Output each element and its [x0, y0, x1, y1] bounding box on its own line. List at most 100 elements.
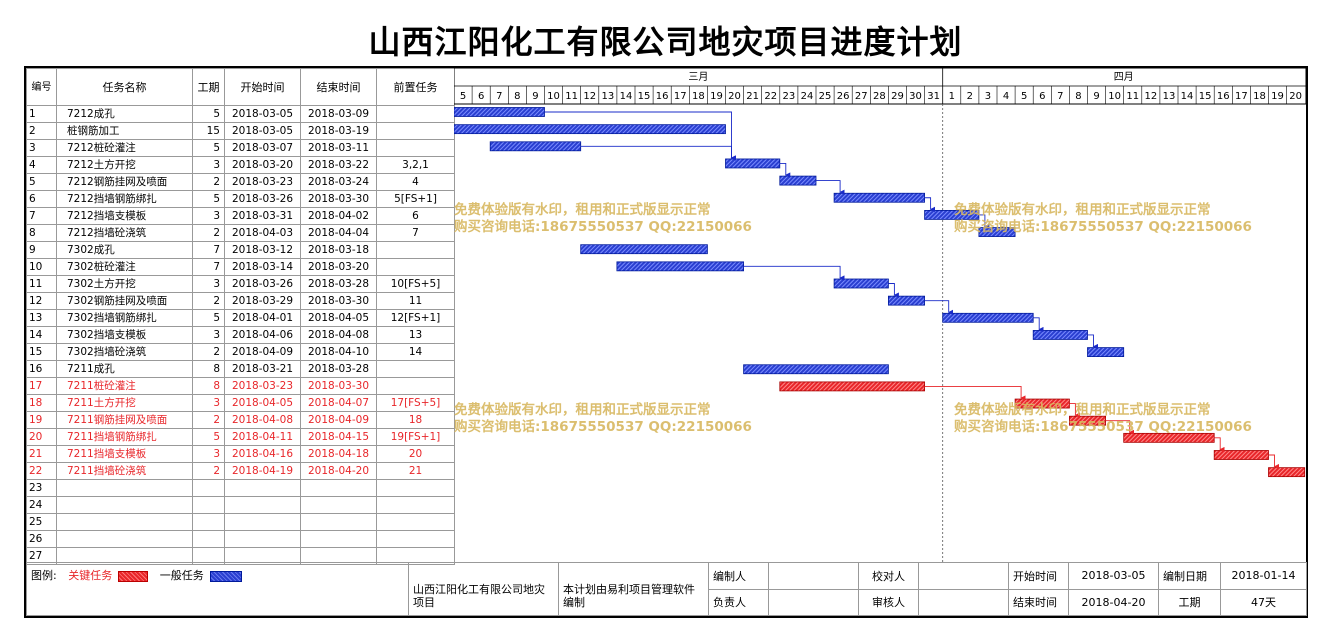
task-name: 7302挡墙钢筋绑扎 [56, 309, 193, 327]
day-label: 8 [514, 91, 520, 102]
task-row[interactable]: 24 [26, 496, 455, 514]
task-end: 2018-04-02 [300, 207, 377, 225]
day-label: 8 [1075, 91, 1081, 102]
task-row[interactable]: 26 [26, 530, 455, 548]
task-bar[interactable] [942, 312, 1034, 323]
month-label: 四月 [1114, 71, 1134, 83]
task-name: 7211桩砼灌注 [56, 377, 193, 395]
task-bar[interactable] [580, 244, 708, 255]
task-pred [376, 139, 455, 157]
task-name: 7212钢筋挂网及喷面 [56, 173, 193, 191]
task-no: 25 [26, 513, 57, 531]
critical-task-bar[interactable] [1268, 467, 1306, 478]
col-duration-header[interactable]: 工期 [192, 68, 225, 106]
author-value[interactable] [768, 562, 859, 590]
task-bar[interactable] [833, 278, 889, 289]
task-bar[interactable] [1032, 330, 1088, 340]
day-label: 28 [873, 91, 886, 102]
owner-label: 负责人 [708, 588, 769, 616]
critical-task-bar[interactable] [1014, 398, 1070, 409]
task-bar[interactable] [454, 124, 726, 135]
owner-value[interactable] [768, 588, 859, 616]
task-start: 2018-04-03 [224, 224, 301, 242]
critical-task-bar[interactable] [779, 381, 925, 392]
task-pred [376, 513, 455, 531]
task-bar[interactable] [833, 192, 926, 203]
day-label: 20 [728, 91, 741, 102]
task-bar[interactable] [616, 261, 744, 272]
col-start-header[interactable]: 开始时间 [224, 68, 301, 106]
task-duration [192, 530, 225, 548]
task-row[interactable]: 25 [26, 513, 455, 531]
day-label: 25 [819, 91, 832, 102]
month-label: 三月 [688, 71, 708, 83]
task-start: 2018-04-09 [224, 343, 301, 361]
task-no: 15 [26, 343, 57, 361]
task-row[interactable]: 27 [26, 547, 455, 565]
task-no: 17 [26, 377, 57, 395]
task-pred: 6 [376, 207, 455, 225]
task-start: 2018-04-16 [224, 445, 301, 463]
task-bar[interactable] [1087, 347, 1125, 358]
task-name: 7211钢筋挂网及喷面 [56, 411, 193, 429]
task-end: 2018-04-08 [300, 326, 377, 344]
col-end-header[interactable]: 结束时间 [300, 68, 377, 106]
task-bar[interactable] [743, 364, 889, 375]
col-no-header[interactable]: 编号 [26, 68, 57, 106]
task-end: 2018-03-09 [300, 105, 377, 123]
critical-task-bar[interactable] [1213, 450, 1269, 460]
task-name: 7211挡墙钢筋绑扎 [56, 428, 193, 446]
task-end: 2018-03-28 [300, 360, 377, 378]
day-label: 11 [565, 91, 578, 102]
dependency-link [888, 283, 899, 298]
task-start: 2018-04-01 [224, 309, 301, 327]
task-duration: 2 [192, 224, 225, 242]
col-name-header[interactable]: 任务名称 [56, 68, 193, 106]
task-bar[interactable] [779, 175, 817, 186]
task-bar[interactable] [978, 227, 1016, 237]
task-pred: 21 [376, 462, 455, 480]
task-pred: 5[FS+1] [376, 190, 455, 208]
task-bar[interactable] [489, 141, 582, 152]
day-label: 22 [764, 91, 777, 102]
task-end: 2018-03-30 [300, 190, 377, 208]
day-label: 3 [985, 91, 991, 102]
day-label: 15 [638, 91, 651, 102]
task-pred [376, 530, 455, 548]
task-pred: 13 [376, 326, 455, 344]
reviewer-value[interactable] [918, 588, 1009, 616]
day-label: 17 [674, 91, 687, 102]
task-bar[interactable] [887, 295, 925, 306]
task-row[interactable]: 23 [26, 479, 455, 497]
task-start: 2018-03-05 [224, 122, 301, 140]
checker-value[interactable] [918, 562, 1009, 590]
critical-task-bar[interactable] [1123, 432, 1215, 443]
task-bar[interactable] [454, 107, 545, 117]
col-pred-header[interactable]: 前置任务 [376, 68, 455, 106]
task-bar[interactable] [725, 158, 781, 169]
